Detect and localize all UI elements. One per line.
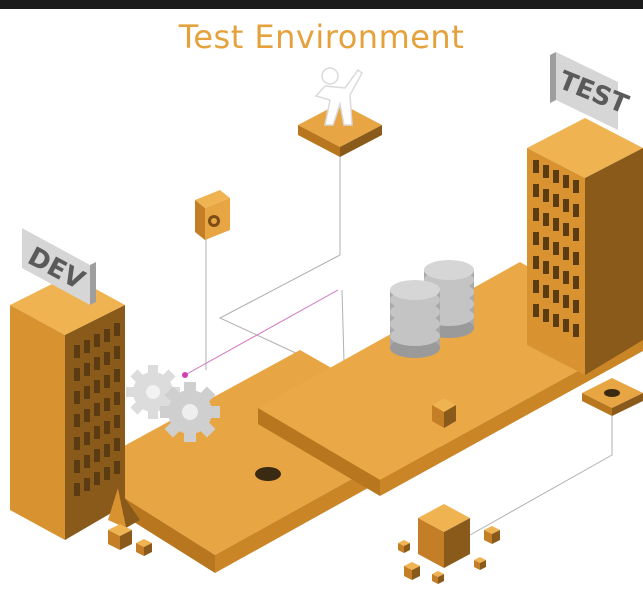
test-sign: TEST (550, 52, 633, 130)
test-building (527, 118, 643, 375)
small-cubes (108, 524, 152, 556)
accent-link (184, 289, 339, 376)
database-icon (390, 260, 474, 358)
network-cubes-icon (398, 504, 500, 584)
dev-building (10, 275, 125, 540)
user-pedestal (298, 103, 382, 157)
target-icon (195, 190, 230, 240)
diagram-title: Test Environment (178, 18, 465, 56)
top-rule (0, 0, 643, 9)
pyramid-icon (108, 488, 140, 528)
gears-icon (126, 365, 220, 442)
test-windows (533, 160, 579, 337)
user-figure-icon (314, 67, 363, 126)
floating-tile (582, 378, 643, 416)
floor-hole (255, 467, 281, 481)
dev-windows (74, 323, 120, 496)
link-node (182, 372, 188, 378)
cube-icon (432, 398, 456, 428)
